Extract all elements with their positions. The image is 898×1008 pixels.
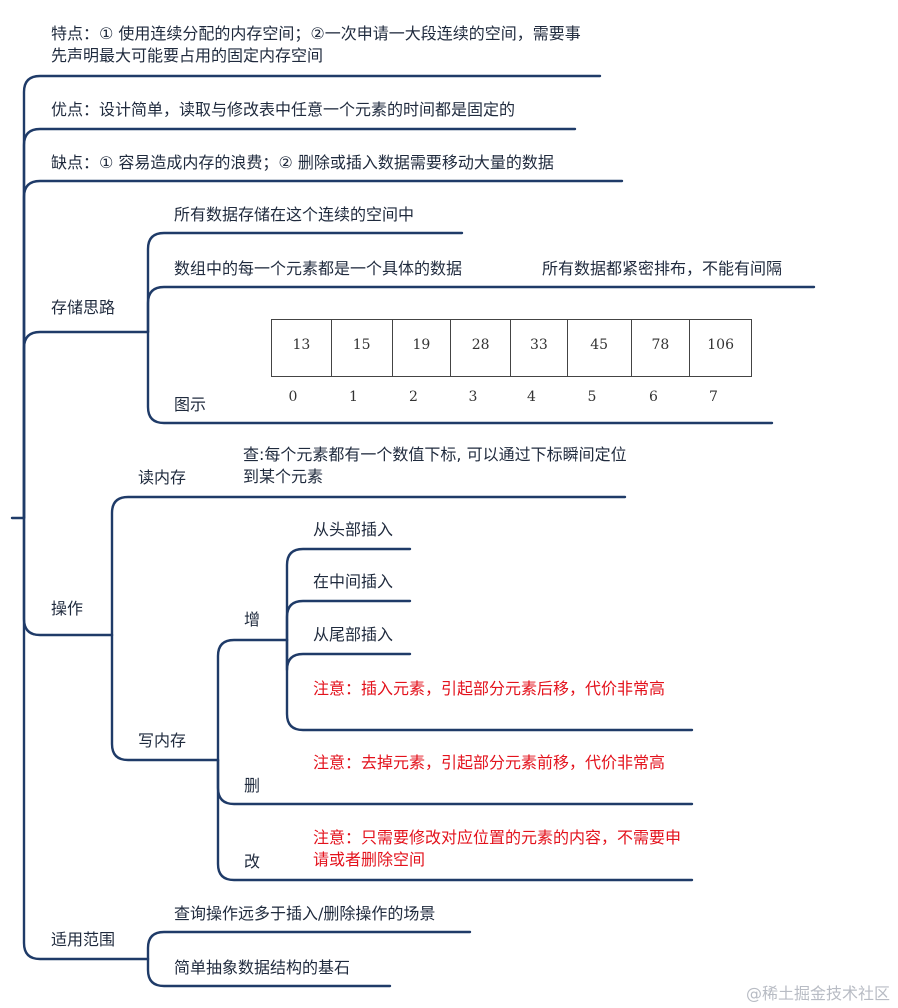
root-branch-cons (22, 179, 624, 520)
node-write: 写内存 (138, 731, 187, 750)
array-index-5: 5 (587, 389, 597, 405)
write-branch-modify (216, 758, 694, 882)
scope-branch-1 (146, 930, 472, 961)
array-index-7: 7 (709, 389, 718, 405)
scope-branch-2 (146, 957, 392, 988)
root-branch-scope (22, 516, 150, 961)
array-cell-2: 19 (393, 320, 452, 376)
ops-branch-read (110, 495, 627, 637)
add-branch-middle (285, 599, 412, 642)
node-add-middle: 在中间插入 (313, 572, 394, 591)
node-features: 特点：① 使用连续分配的内存空间；②一次申请一大段连续的空间，需要事先声明最大可… (51, 24, 581, 65)
array-cell-4: 33 (511, 320, 568, 376)
array-cell-7: 106 (707, 337, 734, 353)
write-branch-add (216, 638, 289, 762)
node-add: 增 (244, 610, 261, 629)
node-pros: 优点：设计简单，读取与修改表中任意一个元素的时间都是固定的 (51, 100, 516, 119)
add-branch-head (285, 547, 412, 642)
node-modify-note: 注意：只需要修改对应位置的元素的内容，不需要申请或者删除空间 (313, 828, 682, 869)
add-branch-note (285, 638, 694, 732)
node-read: 读内存 (138, 468, 187, 487)
node-scope: 适用范围 (51, 930, 116, 949)
node-modify: 改 (244, 852, 261, 871)
array-index-4: 4 (527, 389, 536, 405)
root-branch-pros (22, 127, 577, 520)
storage-branch-1 (146, 231, 464, 334)
node-cons: 缺点：① 容易造成内存的浪费；② 删除或插入数据需要移动大量的数据 (51, 153, 554, 172)
array-cell-6: 78 (632, 320, 691, 376)
node-delete: 删 (244, 776, 261, 795)
array-cell-0: 13 (272, 320, 332, 376)
array-index-0: 0 (288, 389, 298, 405)
node-add-note: 注意：插入元素，引起部分元素后移，代价非常高 (313, 679, 666, 698)
node-storage-item2-note: 所有数据都紧密排布，不能有间隔 (542, 259, 783, 278)
ops-branch-write (110, 633, 220, 762)
array-cell-3: 28 (451, 320, 511, 376)
node-storage-diagram-label: 图示 (174, 395, 207, 414)
array-index-1: 1 (349, 389, 358, 405)
node-storage: 存储思路 (51, 298, 116, 317)
array-cell-1: 15 (332, 320, 393, 376)
storage-branch-2 (146, 285, 816, 334)
array-index-2: 2 (409, 389, 418, 405)
node-scope-item2: 简单抽象数据结构的基石 (174, 958, 351, 977)
node-delete-note: 注意：去掉元素，引起部分元素前移，代价非常高 (313, 753, 666, 772)
root-branch-storage (22, 330, 150, 520)
storage-branch-3 (146, 330, 774, 425)
root-branch-features (22, 74, 602, 520)
node-add-tail: 从尾部插入 (313, 625, 394, 644)
node-ops: 操作 (51, 599, 84, 618)
node-add-head: 从头部插入 (313, 520, 394, 539)
node-read-desc: 查:每个元素都有一个数值下标, 可以通过下标瞬间定位到某个元素 (243, 445, 627, 486)
node-storage-item1: 所有数据存储在这个连续的空间中 (174, 205, 415, 224)
array-cell-5: 45 (568, 320, 632, 376)
array-index-6: 6 (649, 389, 658, 405)
array-index-3: 3 (468, 389, 478, 405)
node-storage-item2: 数组中的每一个元素都是一个具体的数据 (174, 259, 463, 278)
node-scope-item1: 查询操作远多于插入/删除操作的场景 (174, 904, 436, 923)
watermark: @稀土掘金技术社区 (745, 984, 890, 1003)
